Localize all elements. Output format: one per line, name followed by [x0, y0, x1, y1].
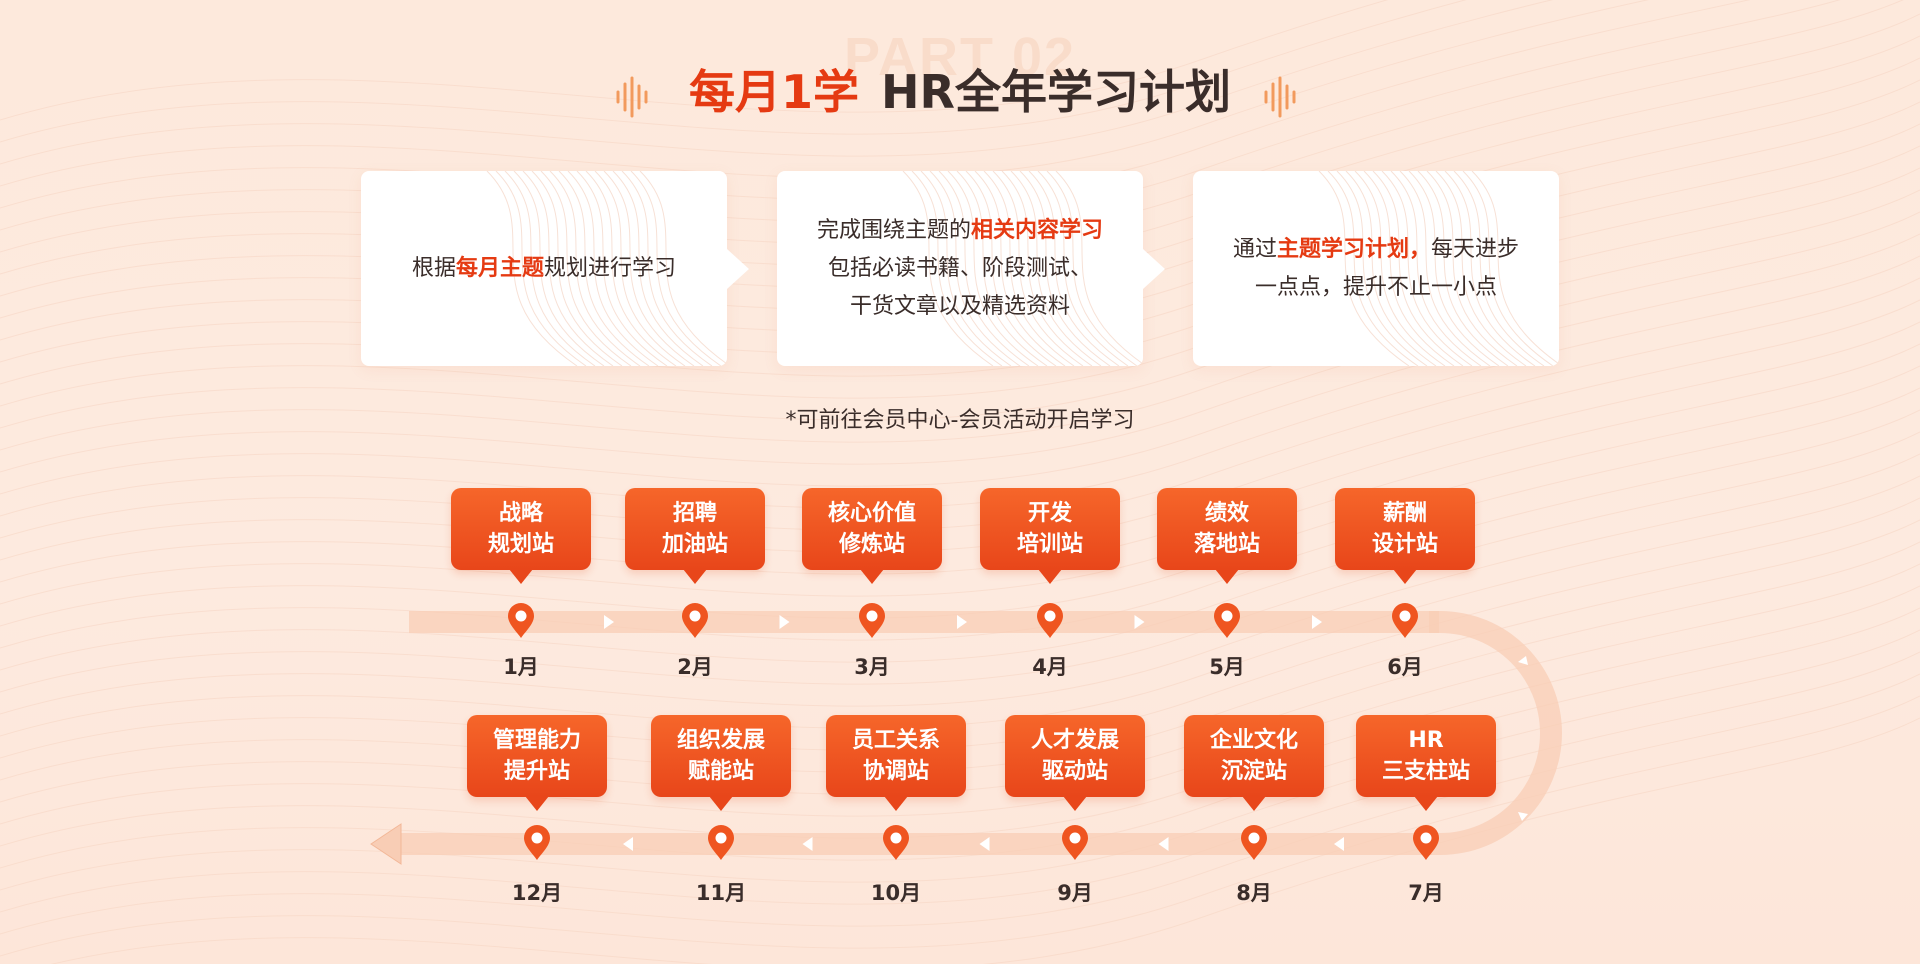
info-card-2: 完成围绕主题的相关内容学习包括必读书籍、阶段测试、干货文章以及精选资料: [777, 171, 1165, 366]
station-tag: 核心价值修炼站: [802, 488, 942, 584]
station-tag: 绩效落地站: [1157, 488, 1297, 584]
sound-wave-icon-right: [1264, 76, 1296, 118]
month-label: 7月: [1408, 881, 1444, 905]
title-highlight: 每月1学: [689, 65, 860, 119]
station-name-line2: 设计站: [1371, 532, 1438, 557]
month-label: 5月: [1209, 655, 1245, 679]
location-pin-icon: [883, 825, 909, 860]
card-decoration: [1318, 171, 1559, 366]
card-1-text: 根据每月主题规划进行学习: [412, 250, 676, 288]
card-text: 根据: [411, 255, 456, 281]
month-label: 1月: [503, 655, 539, 679]
location-pin-icon: [1037, 603, 1063, 638]
location-pin-icon: [1062, 825, 1088, 860]
location-pin-icon: [1241, 825, 1267, 860]
card-highlight-text: 相关内容学习: [971, 217, 1104, 243]
card-text: 每天进步: [1431, 236, 1520, 262]
station-name-line2: 提升站: [503, 759, 570, 784]
month-label: 12月: [511, 881, 563, 905]
month-label: 9月: [1057, 881, 1093, 905]
station-name-line1: 战略: [498, 501, 543, 526]
station-name-line2: 落地站: [1193, 532, 1260, 557]
card-highlight-text: 主题学习计划，: [1276, 236, 1431, 262]
month-label: 6月: [1387, 655, 1423, 679]
month-label: 10月: [870, 881, 922, 905]
location-pin-icon: [524, 825, 550, 860]
card-text: 干货文章以及精选资料: [849, 293, 1070, 319]
station-name-line2: 加油站: [661, 532, 728, 557]
station-name-line1: 人才发展: [1030, 728, 1119, 753]
station-name-line2: 协调站: [862, 759, 929, 784]
station-name-line1: 绩效: [1204, 501, 1249, 526]
station-name-line2: 规划站: [487, 532, 554, 557]
card-line: 干货文章以及精选资料: [817, 288, 1103, 326]
sound-wave-icon-left: [616, 76, 648, 118]
station-tag: 战略规划站: [451, 488, 591, 584]
info-card-1: 根据每月主题规划进行学习: [361, 171, 749, 366]
location-pin-icon: [508, 603, 534, 638]
station-name-line1: 企业文化: [1209, 728, 1298, 753]
card-text: 一点点，提升不止一小点: [1254, 274, 1497, 300]
station-name-line1: 招聘: [672, 501, 717, 526]
location-pin-icon: [708, 825, 734, 860]
station-name-line1: 核心价值: [827, 501, 916, 526]
access-note: *可前往会员中心-会员活动开启学习: [785, 408, 1135, 433]
page-title: 每月1学 HR全年学习计划: [0, 62, 1920, 122]
title-main: HR全年学习计划: [881, 65, 1231, 119]
card-decoration: [486, 171, 727, 366]
card-line: 根据每月主题规划进行学习: [412, 250, 676, 288]
month-label: 8月: [1236, 881, 1272, 905]
station-tag: HR 三支柱站: [1356, 715, 1496, 811]
station-tag: 管理能力提升站: [467, 715, 607, 811]
card-text: 规划进行学习: [544, 255, 677, 281]
card-2-text: 完成围绕主题的相关内容学习包括必读书籍、阶段测试、干货文章以及精选资料: [817, 212, 1103, 326]
station-tag: 组织发展赋能站: [651, 715, 791, 811]
station-name-line1: 员工关系: [851, 728, 940, 753]
location-pin-icon: [1392, 603, 1418, 638]
station-tag: 企业文化沉淀站: [1184, 715, 1324, 811]
station-name-line1: 组织发展: [676, 728, 765, 753]
month-label: 3月: [854, 655, 890, 679]
card-arrow: [727, 249, 749, 289]
part-watermark: PART 02: [843, 27, 1077, 87]
station-name-line2: 沉淀站: [1220, 759, 1287, 784]
station-tag: 开发培训站: [980, 488, 1120, 584]
location-pin-icon: [1413, 825, 1439, 860]
location-pin-icon: [859, 603, 885, 638]
station-name-line1: 开发: [1027, 501, 1072, 526]
location-pin-icon: [1214, 603, 1240, 638]
station-tag: 员工关系协调站: [826, 715, 966, 811]
card-text: 通过: [1232, 236, 1277, 262]
location-pin-icon: [682, 603, 708, 638]
station-name-line2: 赋能站: [687, 759, 754, 784]
month-label: 2月: [677, 655, 713, 679]
station-name-line2: 驱动站: [1041, 759, 1108, 784]
station-name-line1: 管理能力: [492, 728, 581, 753]
card-arrow: [1143, 249, 1165, 289]
station-tag: 薪酬设计站: [1335, 488, 1475, 584]
station-name-line2: 修炼站: [838, 532, 905, 557]
card-line: 包括必读书籍、阶段测试、: [817, 250, 1103, 288]
station-name-line1: HR: [1408, 728, 1444, 753]
station-name-line2: 培训站: [1016, 532, 1083, 557]
card-line: 一点点，提升不止一小点: [1233, 269, 1519, 307]
month-label: 4月: [1032, 655, 1068, 679]
station-tag: 招聘加油站: [625, 488, 765, 584]
card-3-text: 通过主题学习计划，每天进步一点点，提升不止一小点: [1233, 231, 1519, 307]
card-text: 完成围绕主题的: [816, 217, 971, 243]
card-text: 包括必读书籍、阶段测试、: [827, 255, 1092, 281]
station-name-line2: 三支柱站: [1381, 759, 1470, 784]
card-decoration: [902, 171, 1143, 366]
month-label: 11月: [695, 881, 747, 905]
station-name-line1: 薪酬: [1382, 501, 1427, 526]
info-card-3: 通过主题学习计划，每天进步一点点，提升不止一小点: [1193, 171, 1559, 366]
card-line: 通过主题学习计划，每天进步: [1233, 231, 1519, 269]
card-line: 完成围绕主题的相关内容学习: [817, 212, 1103, 250]
station-tag: 人才发展驱动站: [1005, 715, 1145, 811]
card-highlight-text: 每月主题: [455, 255, 544, 281]
